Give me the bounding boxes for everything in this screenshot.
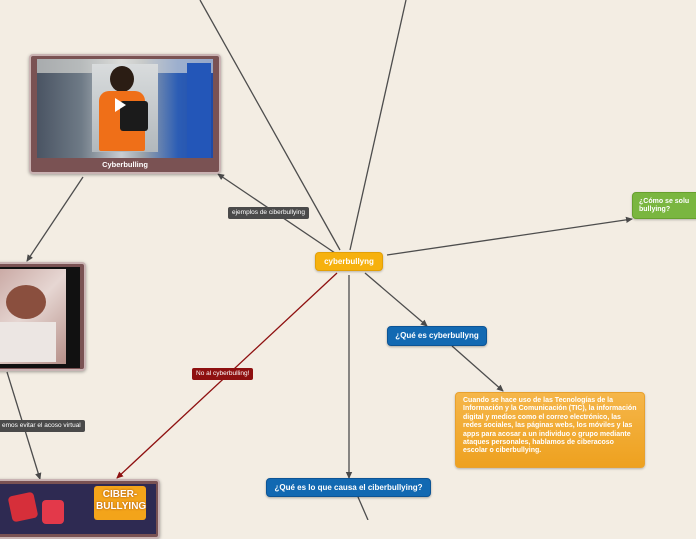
link-label-examples[interactable]: ejemplos de ciberbullying [228, 207, 309, 219]
central-topic[interactable]: cyberbullyng [315, 252, 383, 271]
line-to-what-is [364, 272, 428, 327]
image-thumbnail [0, 267, 80, 368]
poster-image: CIBER- BULLYING [0, 484, 156, 534]
line-top-left [199, 0, 341, 251]
link-label-avoid[interactable]: emos evitar el acoso virtual [0, 420, 85, 432]
topic-solution[interactable]: ¿Cómo se solu bullying? [632, 192, 696, 219]
definition-text[interactable]: Cuando se hace uso de las Tecnologías de… [455, 392, 645, 468]
poster-node[interactable]: CIBER- BULLYING [0, 479, 160, 539]
line-top-right [349, 0, 407, 251]
play-icon[interactable] [115, 98, 126, 112]
definition-body: Cuando se hace uso de las Tecnologías de… [463, 397, 637, 455]
link-label-no-bullying[interactable]: No al cyberbulling! [192, 368, 254, 380]
image-node[interactable] [0, 262, 86, 371]
topic-causes[interactable]: ¿Qué es lo que causa el ciberbullying? [266, 478, 431, 497]
line-causes-down [357, 496, 369, 520]
line-to-description [451, 345, 504, 392]
line-to-solution [386, 216, 633, 256]
connector-lines [6, 0, 633, 520]
line-video-to-image [26, 176, 84, 262]
poster-title: CIBER- BULLYING [96, 489, 147, 512]
topic-solution-label: ¿Cómo se solu bullying? [639, 198, 690, 213]
video-node[interactable]: Cyberbulling [29, 54, 221, 174]
topic-what-is[interactable]: ¿Qué es cyberbullyng [387, 326, 487, 346]
video-caption: Cyberbulling [102, 160, 148, 169]
